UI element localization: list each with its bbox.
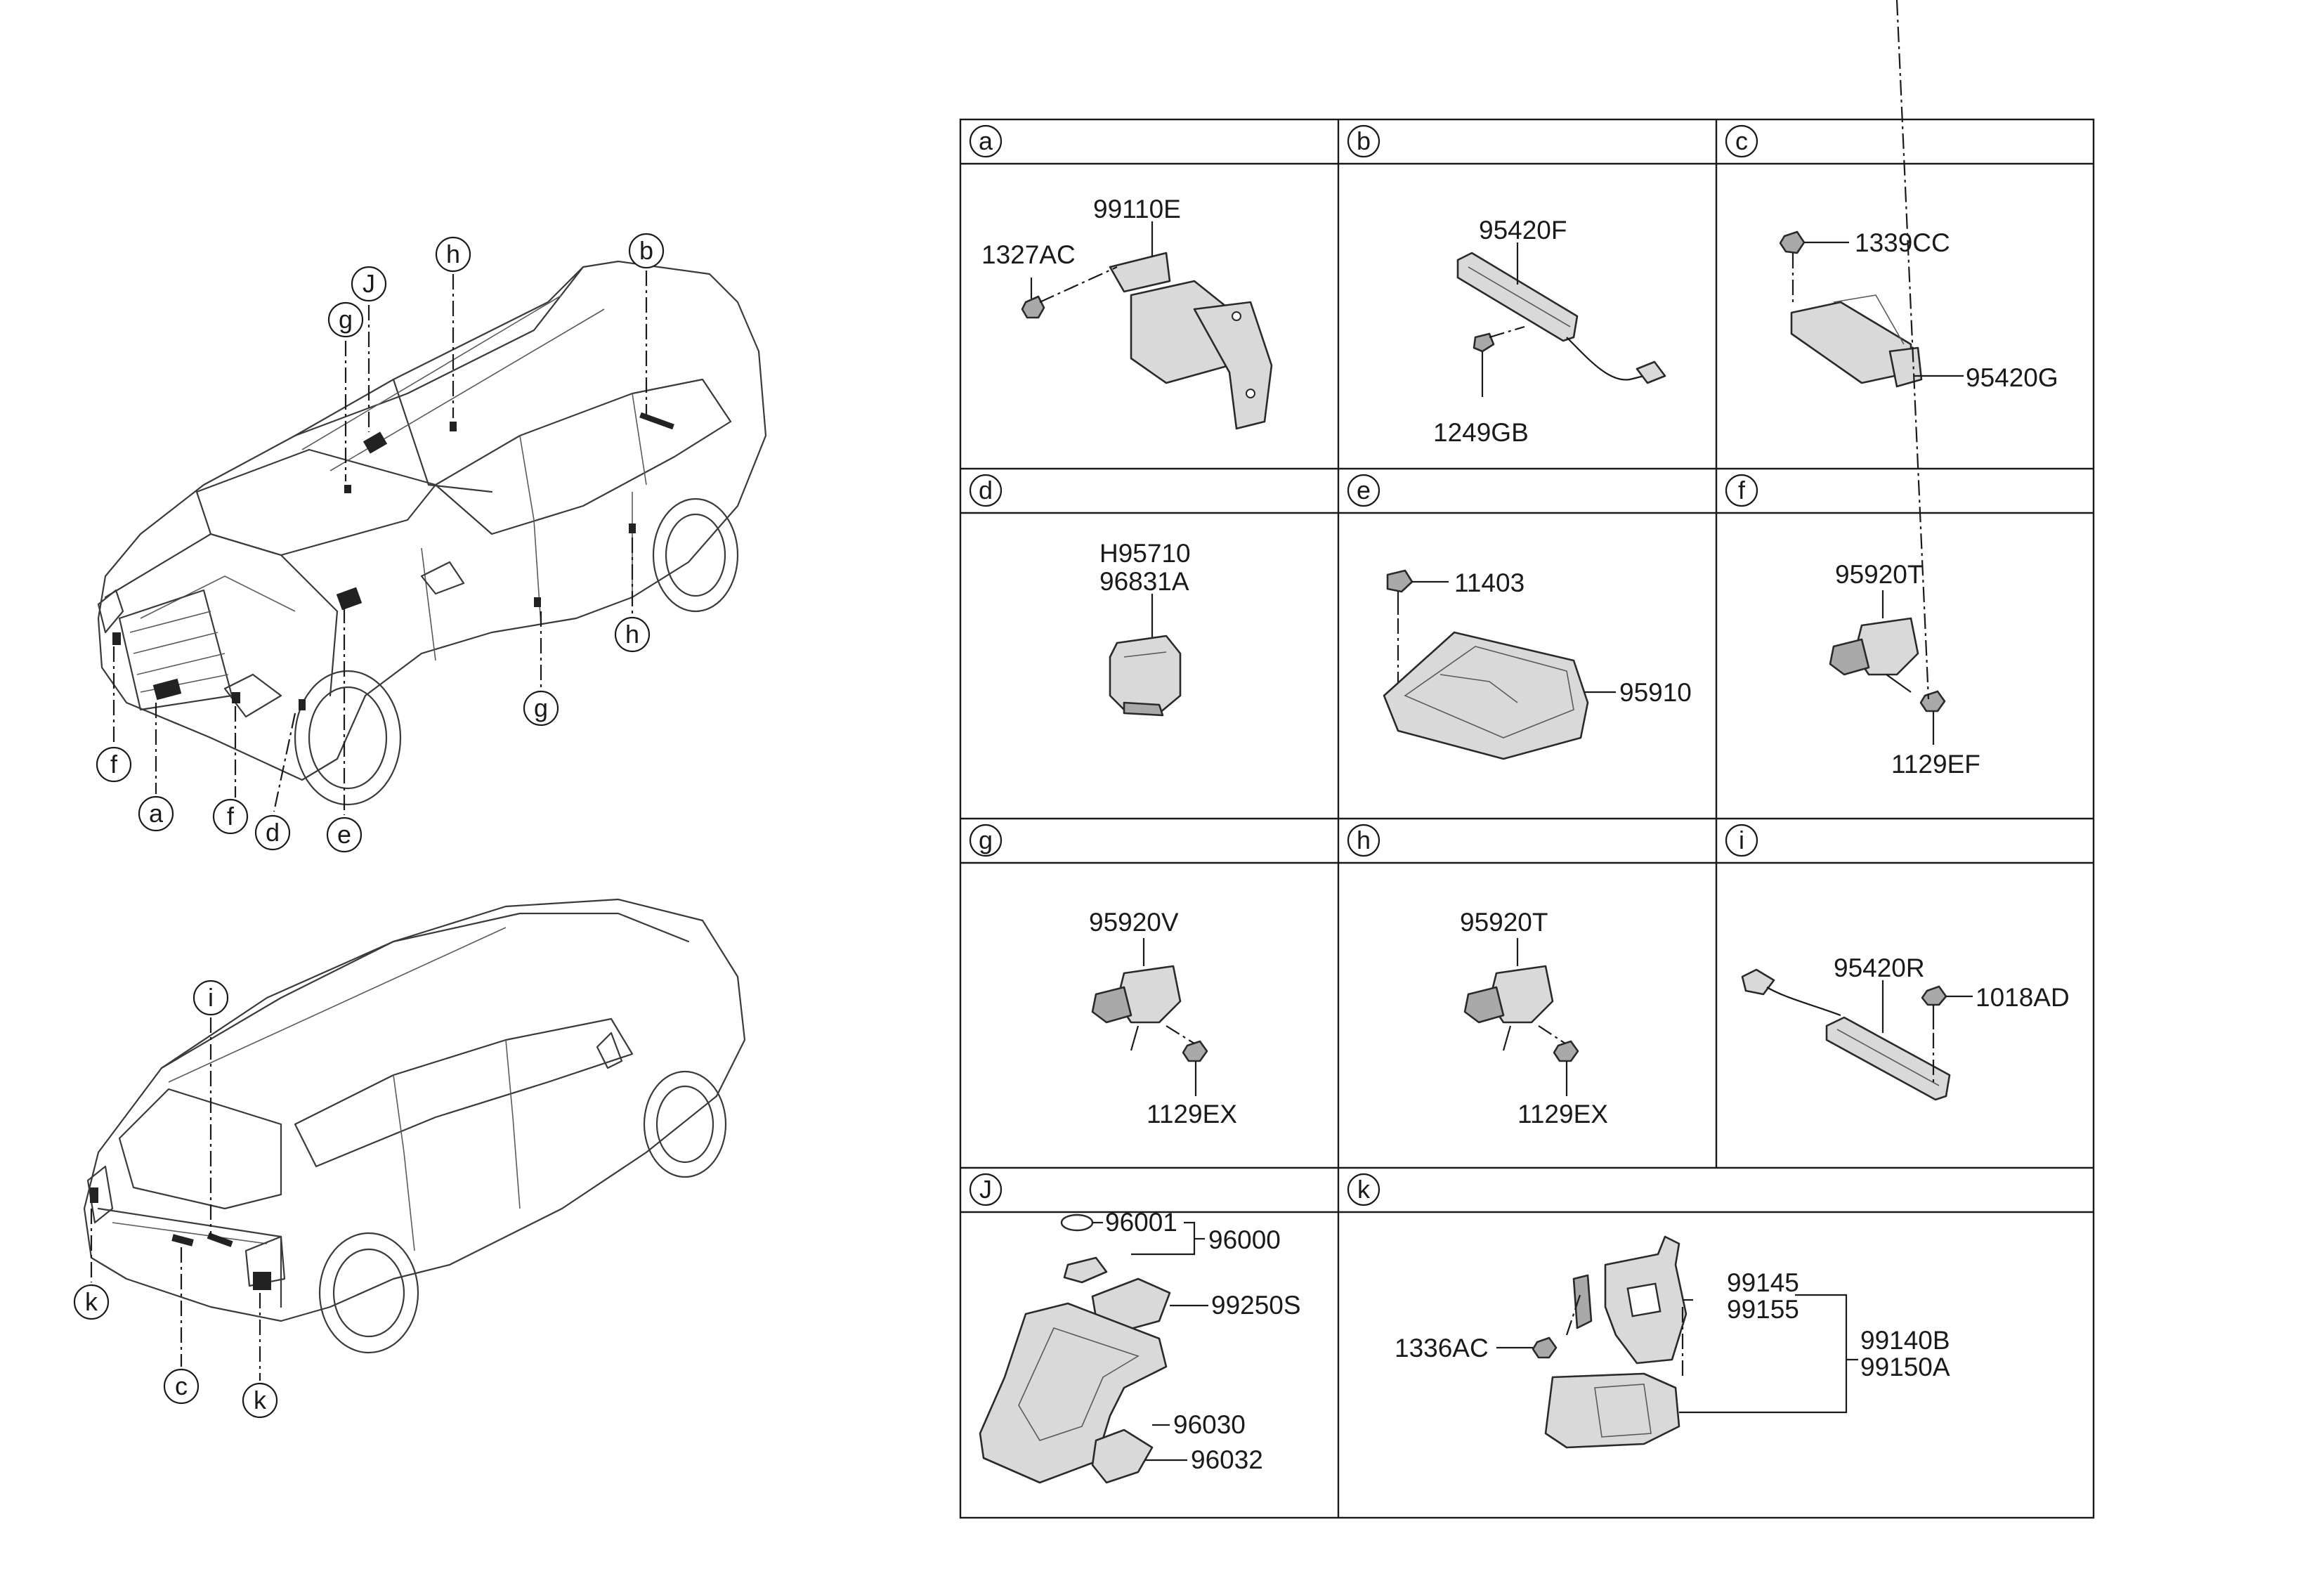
front-callouts: f a f d e g J h b g h [96, 233, 665, 853]
rear-callouts: i k c k [73, 980, 278, 1419]
callout-b: b [639, 236, 653, 265]
panel-f-part-2: 1129EF [1891, 750, 1980, 779]
panel-e-part-2: 95910 [1619, 678, 1692, 707]
panel-a-part-1: 99110E [1093, 195, 1181, 223]
panel-e-letter: e [1357, 476, 1371, 505]
callout-a: a [149, 799, 164, 828]
rear-car-illustration [83, 898, 746, 1354]
panel-J-part-3: 99250S [1211, 1291, 1301, 1320]
panel-k-letter: k [1357, 1175, 1371, 1204]
panel-f-letter: f [1738, 476, 1746, 505]
panel-h-letter: h [1357, 826, 1371, 854]
callout-d: d [266, 818, 280, 847]
panel-i-content: 95420R 1018AD [1741, 954, 2070, 1101]
callout-e: e [337, 820, 351, 849]
panel-d-part-1: H95710 [1099, 539, 1191, 568]
panel-g-part-1: 95920V [1089, 908, 1179, 937]
panel-b-letter: b [1357, 126, 1371, 155]
panel-headers: a b c d e f g h i J k [969, 124, 1758, 1206]
panel-h-part-1: 95920T [1460, 908, 1548, 937]
front-car-illustration [97, 260, 767, 806]
callout-k-2: k [254, 1386, 267, 1414]
callout-k-1: k [85, 1287, 98, 1316]
callout-J: J [363, 269, 375, 298]
panel-e-part-1: 11403 [1454, 568, 1525, 597]
panel-b-content: 95420F 1249GB [1433, 216, 1666, 447]
panel-i-part-2: 1018AD [1976, 983, 2070, 1012]
panel-J-part-5: 96032 [1191, 1445, 1263, 1474]
panel-k-content: 99145 99155 99140B 99150A 1336AC [1395, 1235, 1950, 1449]
panel-b-part-1: 95420F [1479, 216, 1567, 245]
panel-k-part-3: 99140B [1860, 1326, 1950, 1355]
panel-a-content: 99110E 1327AC [981, 195, 1273, 430]
panel-J-part-4: 96030 [1173, 1410, 1246, 1439]
panel-g-content: 95920V 1129EX [1089, 908, 1237, 1128]
panel-c-part-2: 95420G [1966, 363, 2058, 392]
panel-k-part-1: 99145 [1727, 1268, 1799, 1297]
callout-h-1: h [446, 240, 460, 268]
panel-g-letter: g [979, 826, 993, 854]
callout-g-1: g [339, 305, 353, 334]
panel-b-part-2: 1249GB [1433, 418, 1529, 447]
panel-c-part-1: 1339CC [1855, 228, 1950, 257]
callout-i: i [208, 983, 214, 1012]
panel-J-part-2: 96000 [1208, 1225, 1281, 1254]
panel-e-content: 11403 95910 [1383, 568, 1692, 760]
callout-f-2: f [227, 802, 235, 831]
panel-d-letter: d [979, 476, 993, 505]
panel-a-part-2: 1327AC [981, 240, 1076, 269]
panel-c-content: 1339CC 95420G [1779, 228, 2058, 392]
panel-d-part-2: 96831A [1099, 567, 1189, 596]
panel-d-content: H95710 96831A [1099, 539, 1191, 717]
panel-J-letter: J [979, 1175, 992, 1204]
panel-a-letter: a [979, 126, 993, 155]
panel-h-part-2: 1129EX [1517, 1100, 1608, 1128]
callout-h-2: h [625, 620, 639, 649]
panel-k-part-4: 99150A [1860, 1353, 1950, 1381]
panel-f-part-1: 95920T [1835, 560, 1924, 589]
panel-J-content: 96001 96000 99250S 96030 96032 [979, 1208, 1301, 1484]
panel-k-part-2: 99155 [1727, 1295, 1799, 1324]
panel-i-letter: i [1739, 826, 1744, 854]
panel-i-part-1: 95420R [1834, 954, 1925, 982]
callout-f-1: f [110, 750, 118, 779]
callout-g-2: g [534, 694, 548, 722]
panel-J-part-1: 96001 [1105, 1208, 1177, 1237]
callout-c: c [175, 1372, 188, 1400]
panel-f-content: 95920T 1129EF [1829, 0, 1980, 779]
panel-c-letter: c [1735, 126, 1748, 155]
panel-h-content: 95920T 1129EX [1460, 908, 1608, 1128]
panel-g-part-2: 1129EX [1147, 1100, 1237, 1128]
panel-k-part-5: 1336AC [1395, 1334, 1489, 1362]
